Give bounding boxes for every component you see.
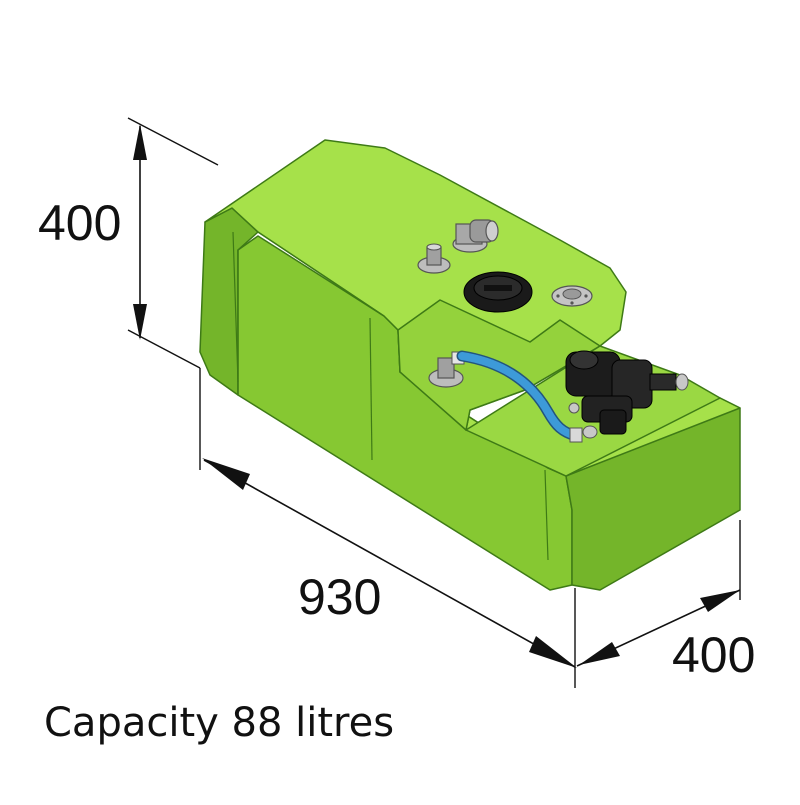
height-arrow-bottom-icon [133, 304, 147, 340]
tank-rib-2 [544, 469, 549, 561]
length-arrow-right-icon [529, 636, 577, 668]
height-extension-top [127, 117, 219, 166]
capacity-caption: Capacity 88 litres [44, 700, 395, 746]
tank [199, 139, 741, 591]
hose-icon [456, 350, 583, 443]
top-fittings [417, 219, 593, 313]
elbow-fitting-icon [452, 219, 499, 253]
tank-rib-1 [369, 317, 373, 461]
height-arrow-top-icon [133, 124, 147, 160]
filler-cap-icon [463, 271, 533, 313]
pump-icon [565, 350, 689, 439]
tank-rib-0 [232, 231, 239, 383]
height-dimension: 400 [38, 117, 219, 369]
outlet-fitting-icon [551, 285, 593, 307]
width-arrow-right-icon [700, 590, 740, 612]
length-dimension-line [203, 459, 576, 668]
width-dimension: 400 [576, 520, 755, 683]
height-label: 400 [38, 195, 121, 251]
height-extension-bottom [127, 329, 201, 369]
tank-edge-groove [257, 231, 385, 317]
width-label: 400 [672, 627, 755, 683]
vent-fitting-icon [417, 243, 451, 274]
length-arrow-left-icon [202, 458, 250, 490]
length-label: 930 [298, 569, 381, 625]
width-arrow-left-icon [579, 642, 620, 665]
length-dimension: 930 [199, 368, 577, 688]
